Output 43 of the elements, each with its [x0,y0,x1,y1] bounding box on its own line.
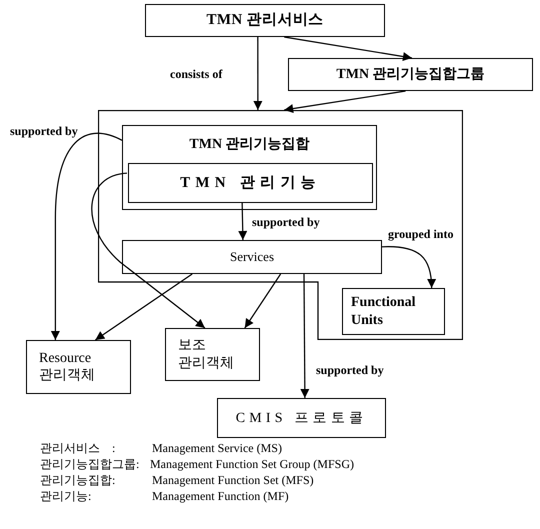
node-text: TMN 관리기능집합 [189,136,310,154]
edge-label: supported by [250,216,322,228]
note-text: 관리기능: [40,490,92,502]
note-text: Management Function Set (MFS) [152,474,314,486]
node-text: Functional Units [351,294,417,329]
process-box [26,340,131,394]
edge-label: consists of [168,68,224,80]
process-box [342,288,445,335]
process-box [122,240,382,274]
edge-label: supported by [314,364,386,376]
arrow [382,246,436,288]
arrow [50,132,122,340]
arrow [284,36,412,61]
node-text: TMN 관리서비스 [206,11,324,30]
arrow [300,274,310,398]
node-text: Resource 관리객체 [39,350,95,384]
edge-label: grouped into [386,228,456,240]
note-text: 관리서비스 [40,442,100,454]
note-text: Management Function Set Group (MFSG) [150,458,354,470]
note-text: Management Function (MF) [152,490,289,502]
note-text: : [112,442,116,454]
arrow [253,37,262,110]
group-box [122,125,377,210]
node-text: TMN 관리기능집합그룹 [336,66,485,84]
arrow [244,274,282,328]
arrow [284,90,406,114]
group-frame [98,110,463,340]
arrow [238,202,248,240]
process-box [145,4,385,37]
note-text: Management Service (MS) [152,442,282,454]
node-text: 보조 관리객체 [178,337,234,372]
arrow [91,172,206,328]
process-box [165,328,260,381]
note-text: 관리기능집합: [40,474,116,486]
arrow [94,274,193,340]
process-box [128,163,373,203]
process-box [288,58,533,91]
node-text: TMN 관리기능 [180,174,321,193]
note-text: 관리기능집합그룹: [40,458,140,470]
edge-label: supported by [8,125,80,137]
process-box [217,398,386,438]
node-text: CMIS 프로토콜 [236,410,368,428]
node-text: Services [230,248,274,266]
